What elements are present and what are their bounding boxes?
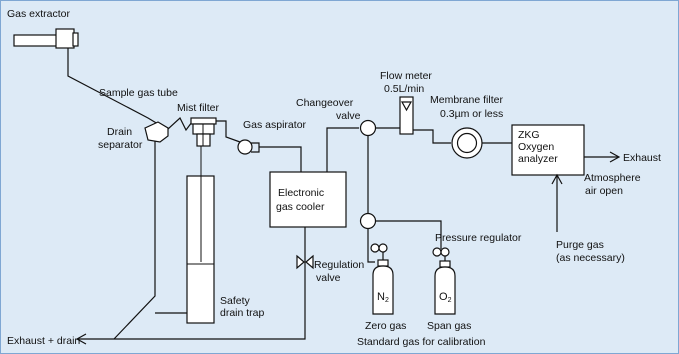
sample-gas-tube (67, 48, 159, 125)
changeover-valve (359, 119, 377, 137)
membrane-filter (451, 127, 483, 159)
atmosphere-label-1: Atmosphere (584, 172, 641, 184)
changeover-valve-label-2: valve (336, 110, 361, 122)
sample-gas-tube-label: Sample gas tube (99, 87, 178, 99)
membrane-filter-label-2: 0.3µm or less (440, 108, 503, 120)
exhaust-label: Exhaust (623, 152, 661, 164)
gas-aspirator-label: Gas aspirator (243, 119, 307, 131)
changeover-valve-label-1: Changeover (296, 97, 354, 109)
regulation-valve-label-2: valve (316, 272, 341, 284)
drain-separator-line (113, 141, 156, 340)
exhaust-arrowhead (609, 151, 621, 163)
o2-cylinder-label: O2 (439, 291, 452, 304)
span-gas-label: Span gas (427, 320, 471, 332)
analyzer-label-2: Oxygen (518, 141, 554, 153)
filter-to-aspirator-line (216, 120, 241, 143)
exhaust-drain-arrowhead (75, 333, 87, 345)
standard-gas-label: Standard gas for calibration (357, 336, 486, 348)
safety-drain-trap (186, 146, 215, 324)
purge-gas-label-1: Purge gas (556, 239, 604, 251)
membrane-filter-label-1: Membrane filter (430, 94, 503, 106)
flow-meter-label-2: 0.5L/min (384, 83, 424, 95)
zero-gas-label: Zero gas (365, 320, 406, 332)
zkg-oxygen-analyzer (511, 124, 585, 176)
gas-extractor (13, 28, 79, 49)
cooler-to-valve-line (326, 127, 359, 172)
separator-to-filter-line (167, 117, 193, 132)
pressure-regulator-n2 (370, 243, 388, 260)
gas-cooler-label-1: Electronic (278, 187, 324, 199)
n2-gas-cylinder (372, 259, 394, 315)
analyzer-label-3: analyzer (518, 153, 558, 165)
drain-separator (144, 121, 169, 143)
safety-drain-trap-label-2: drain trap (220, 307, 265, 319)
aspirator-to-cooler-line (259, 146, 302, 172)
flow-meter-label-1: Flow meter (380, 70, 432, 82)
n2-branch-line (367, 228, 375, 263)
gas-cooler-label-2: gas cooler (276, 201, 325, 213)
regulation-valve (296, 254, 314, 270)
electronic-gas-cooler (269, 171, 347, 228)
purge-gas-label-2: (as necessary) (556, 252, 625, 264)
mist-filter-label: Mist filter (177, 102, 220, 114)
regulation-valve-label-1: Regulation (314, 259, 364, 271)
safety-drain-trap-label-1: Safety (220, 295, 251, 307)
gas-extractor-label: Gas extractor (7, 8, 71, 20)
pressure-regulator-o2 (432, 247, 450, 262)
flow-meter (399, 96, 414, 135)
n2-cylinder-label: N2 (377, 291, 389, 304)
drain-separator-label-1: Drain (107, 126, 132, 138)
purge-gas-arrowhead (551, 173, 563, 185)
mist-filter (190, 117, 217, 147)
calibration-selector-valve (359, 212, 377, 230)
flowmeter-to-membrane-line (413, 129, 451, 144)
atmosphere-label-2: air open (585, 185, 623, 197)
calibration-branch-line (375, 220, 442, 249)
drain-separator-label-2: separator (98, 139, 143, 151)
o2-gas-cylinder (434, 260, 456, 315)
pressure-regulator-label: Pressure regulator (435, 232, 522, 244)
exhaust-drain-label: Exhaust + drain (7, 335, 80, 347)
analyzer-label-1: ZKG (518, 129, 540, 141)
